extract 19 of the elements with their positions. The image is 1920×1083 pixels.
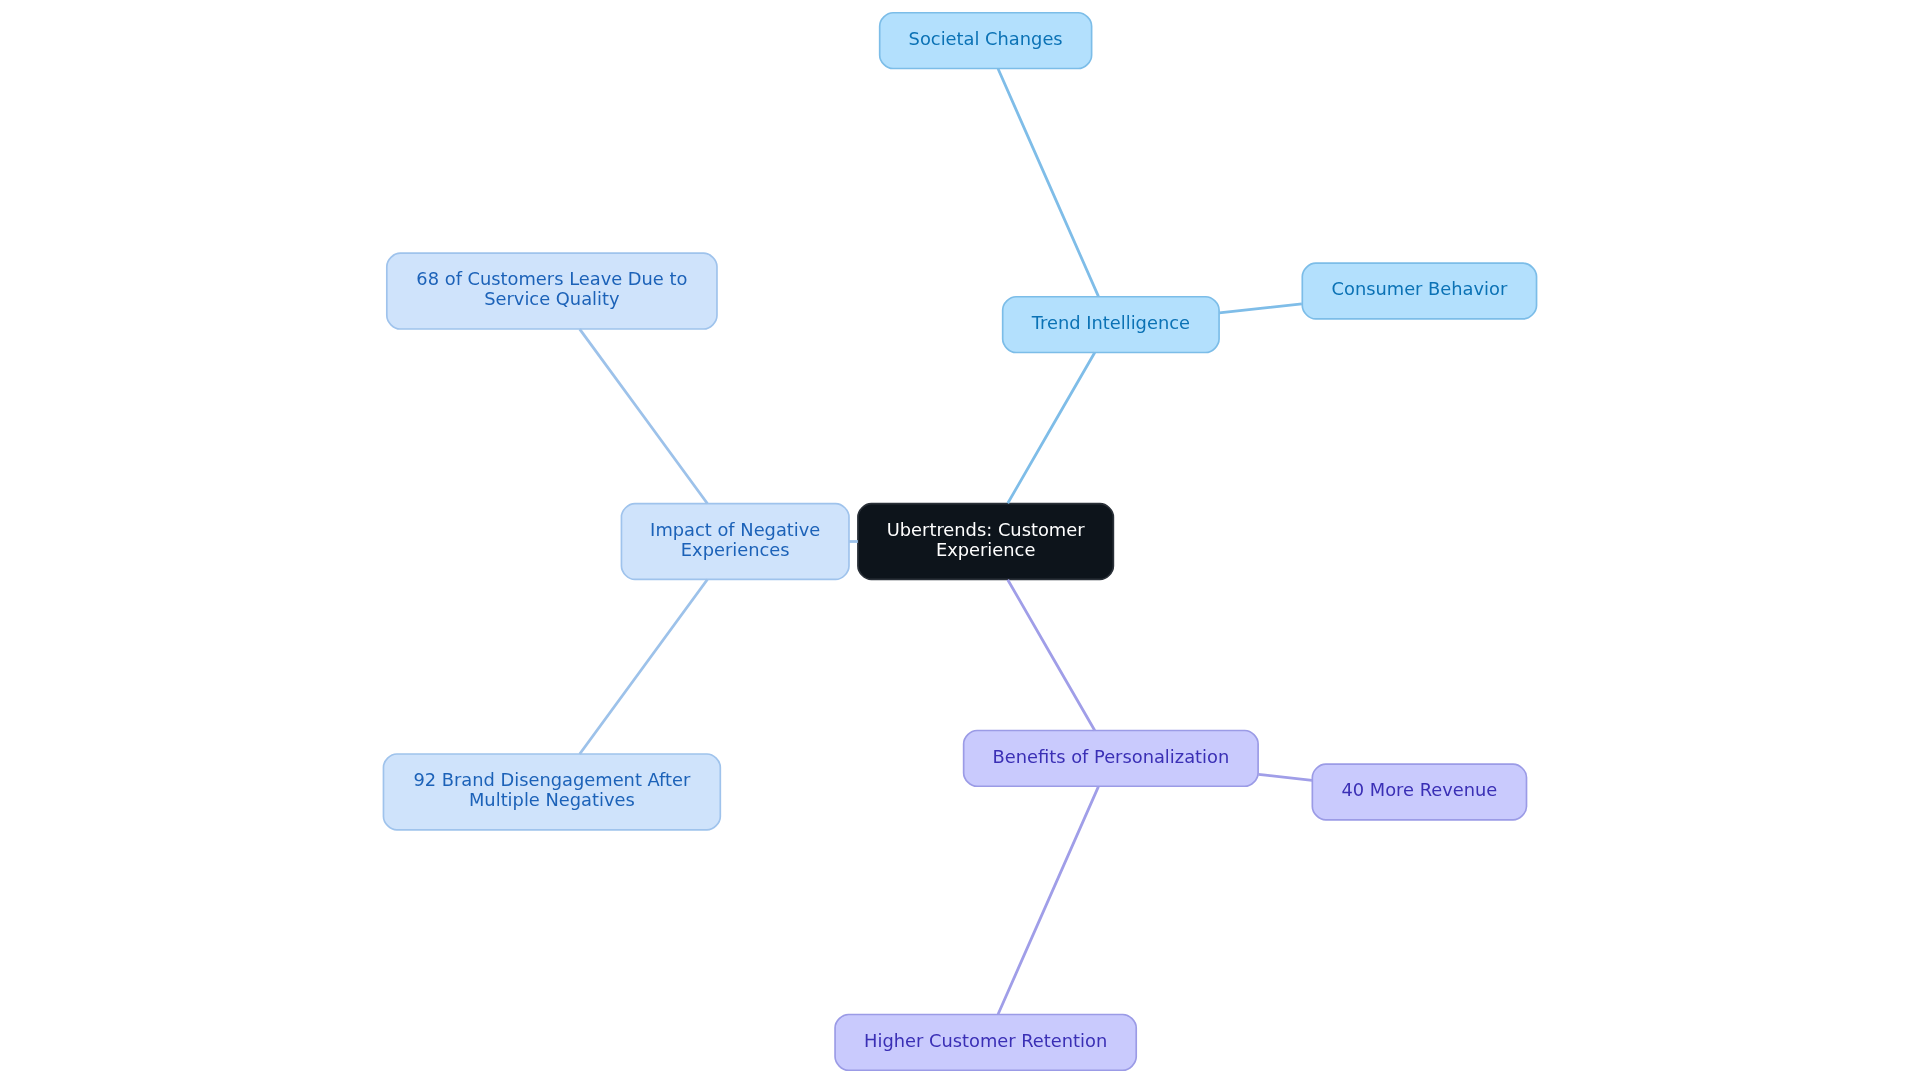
node-box: Higher Customer Retention: [834, 1013, 1138, 1072]
node-box: Benefits of Personalization: [962, 729, 1259, 788]
connector: [996, 68, 1100, 297]
node-box: Trend Intelligence: [1001, 295, 1220, 354]
node-box: 40 More Revenue: [1311, 763, 1528, 821]
node-box: Societal Changes: [878, 11, 1093, 70]
node-box: 92 Brand Disengagement After Multiple Negatives: [382, 753, 722, 831]
node-box: Consumer Behavior: [1301, 262, 1538, 320]
connector: [1258, 773, 1313, 782]
connector: [1006, 351, 1096, 504]
node-box: 68 of Customers Leave Due to Service Quality: [385, 252, 718, 330]
connector: [578, 578, 709, 755]
connector: [578, 328, 709, 505]
node-box: Impact of Negative Experiences: [620, 502, 850, 581]
connector: [1006, 579, 1096, 732]
connector: [996, 786, 1100, 1015]
connector: [1219, 302, 1303, 315]
connector: [849, 540, 858, 543]
node-box: Ubertrends: Customer Experience: [857, 502, 1115, 581]
